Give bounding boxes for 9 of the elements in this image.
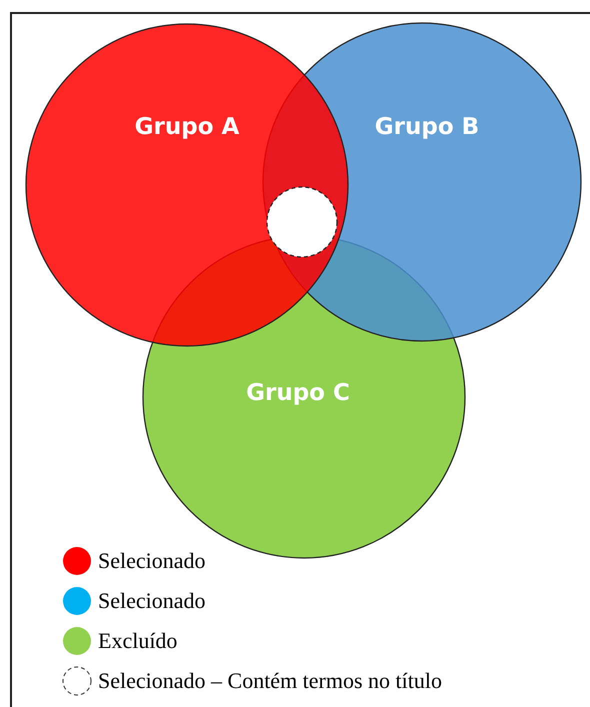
legend-label: Selecionado: [98, 588, 206, 614]
group-label: Grupo C: [246, 380, 350, 406]
dashed-circle: [266, 186, 338, 258]
legend-label: Excluído: [98, 628, 178, 654]
venn-circle: [25, 23, 349, 347]
legend-label: Selecionado: [98, 548, 206, 574]
group-label: Grupo B: [374, 114, 480, 140]
group-label: Grupo A: [134, 114, 240, 140]
legend-label: Selecionado – Contém termos no título: [98, 668, 442, 694]
